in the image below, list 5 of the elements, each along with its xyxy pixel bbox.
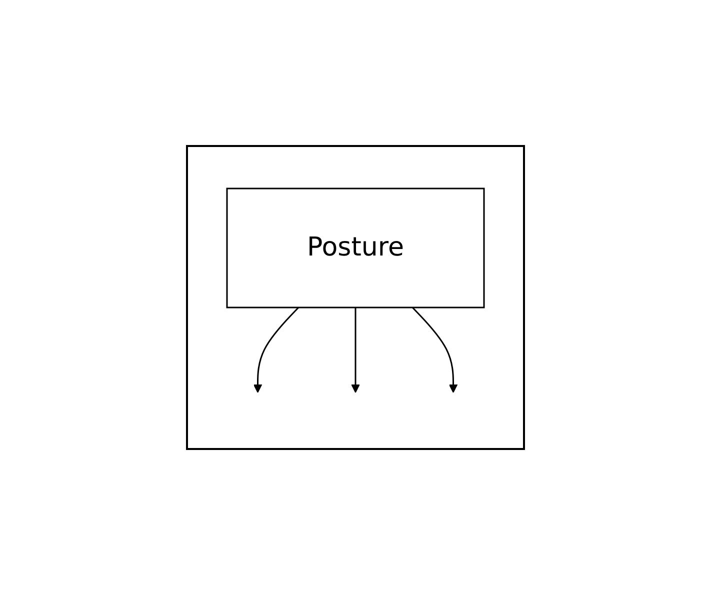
arrow xyxy=(411,306,458,393)
arrow xyxy=(252,306,299,393)
arrow xyxy=(350,308,360,393)
node-box: Posture xyxy=(226,188,484,308)
cluster xyxy=(186,145,524,450)
